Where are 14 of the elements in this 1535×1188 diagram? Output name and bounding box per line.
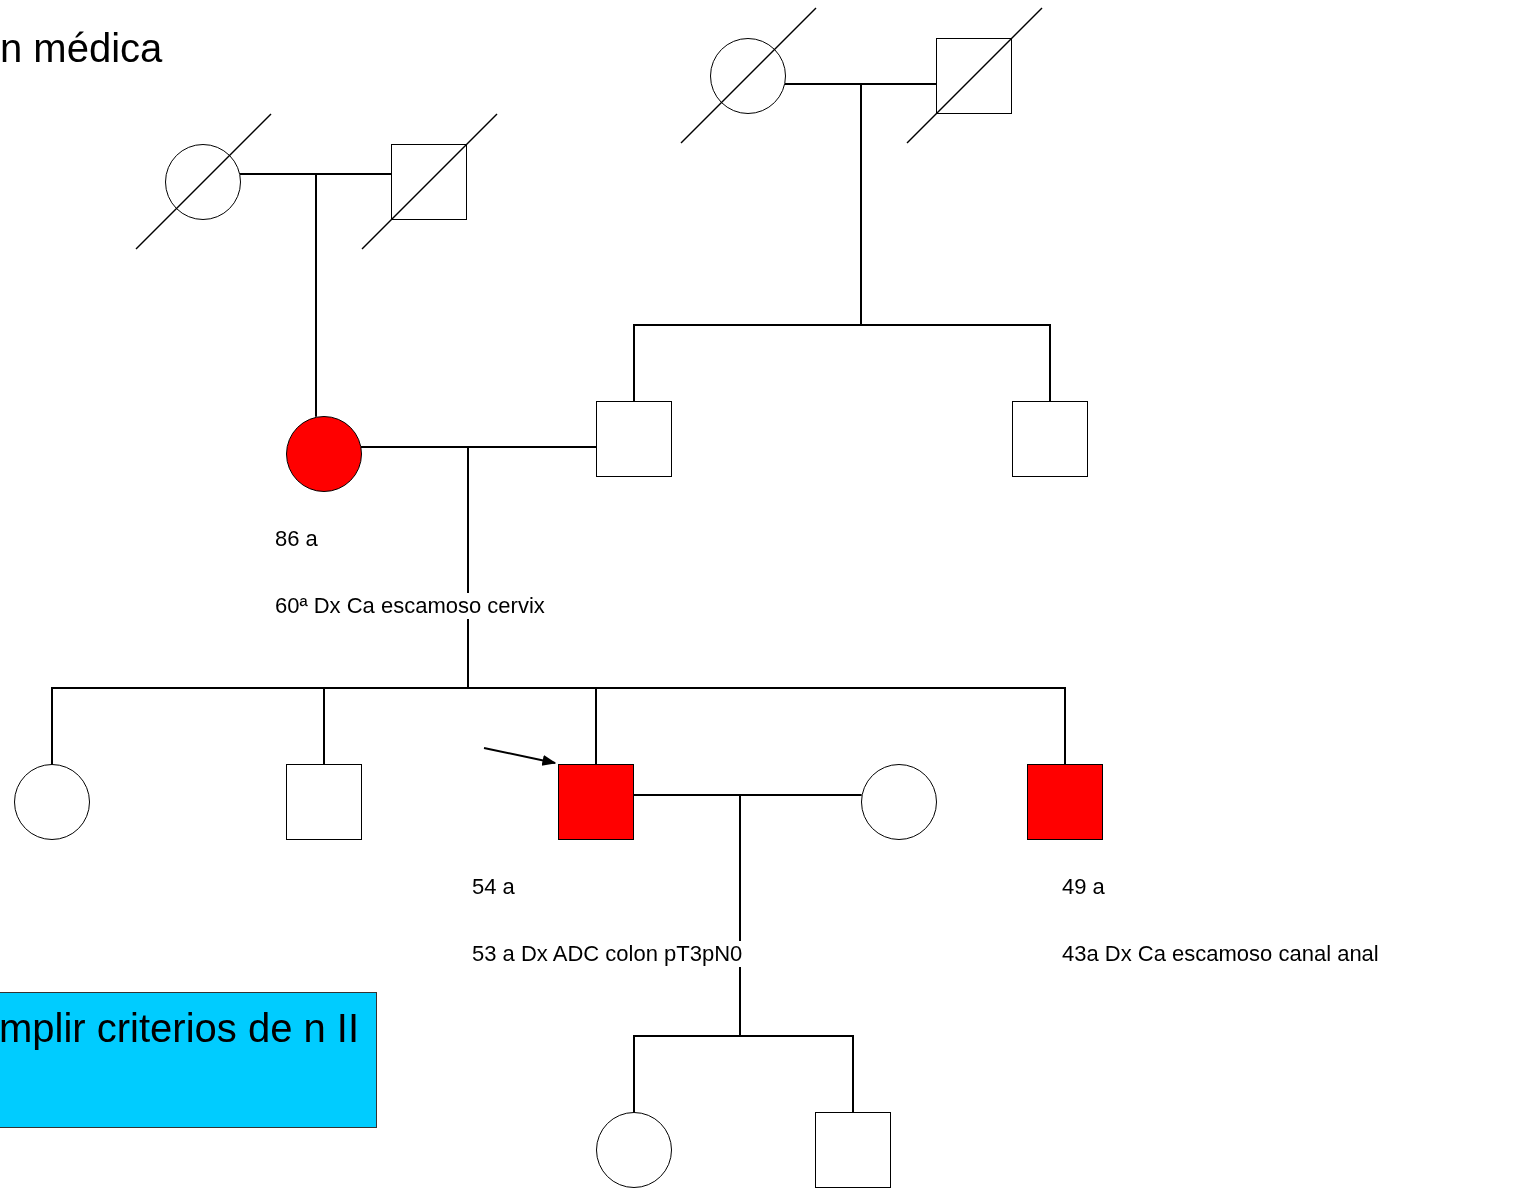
note-box: mplir criterios de n II bbox=[0, 992, 377, 1128]
diagnosis-note: 53 a Dx ADC colon pT3pN0 bbox=[472, 941, 743, 968]
deceased-male-symbol bbox=[391, 144, 467, 220]
male-symbol bbox=[1012, 401, 1088, 477]
deceased-male-symbol bbox=[936, 38, 1012, 114]
heading-text: n médica bbox=[0, 25, 163, 72]
descent-line bbox=[239, 173, 317, 418]
male-symbol bbox=[815, 1112, 891, 1188]
affected-male-symbol bbox=[1027, 764, 1103, 840]
male-symbol bbox=[286, 764, 362, 840]
diagnosis-note: 60ª Dx Ca escamoso cervix bbox=[275, 593, 545, 620]
affected-male-symbol bbox=[558, 764, 634, 840]
pointer-arrow bbox=[483, 747, 557, 766]
male-symbol bbox=[596, 401, 672, 477]
